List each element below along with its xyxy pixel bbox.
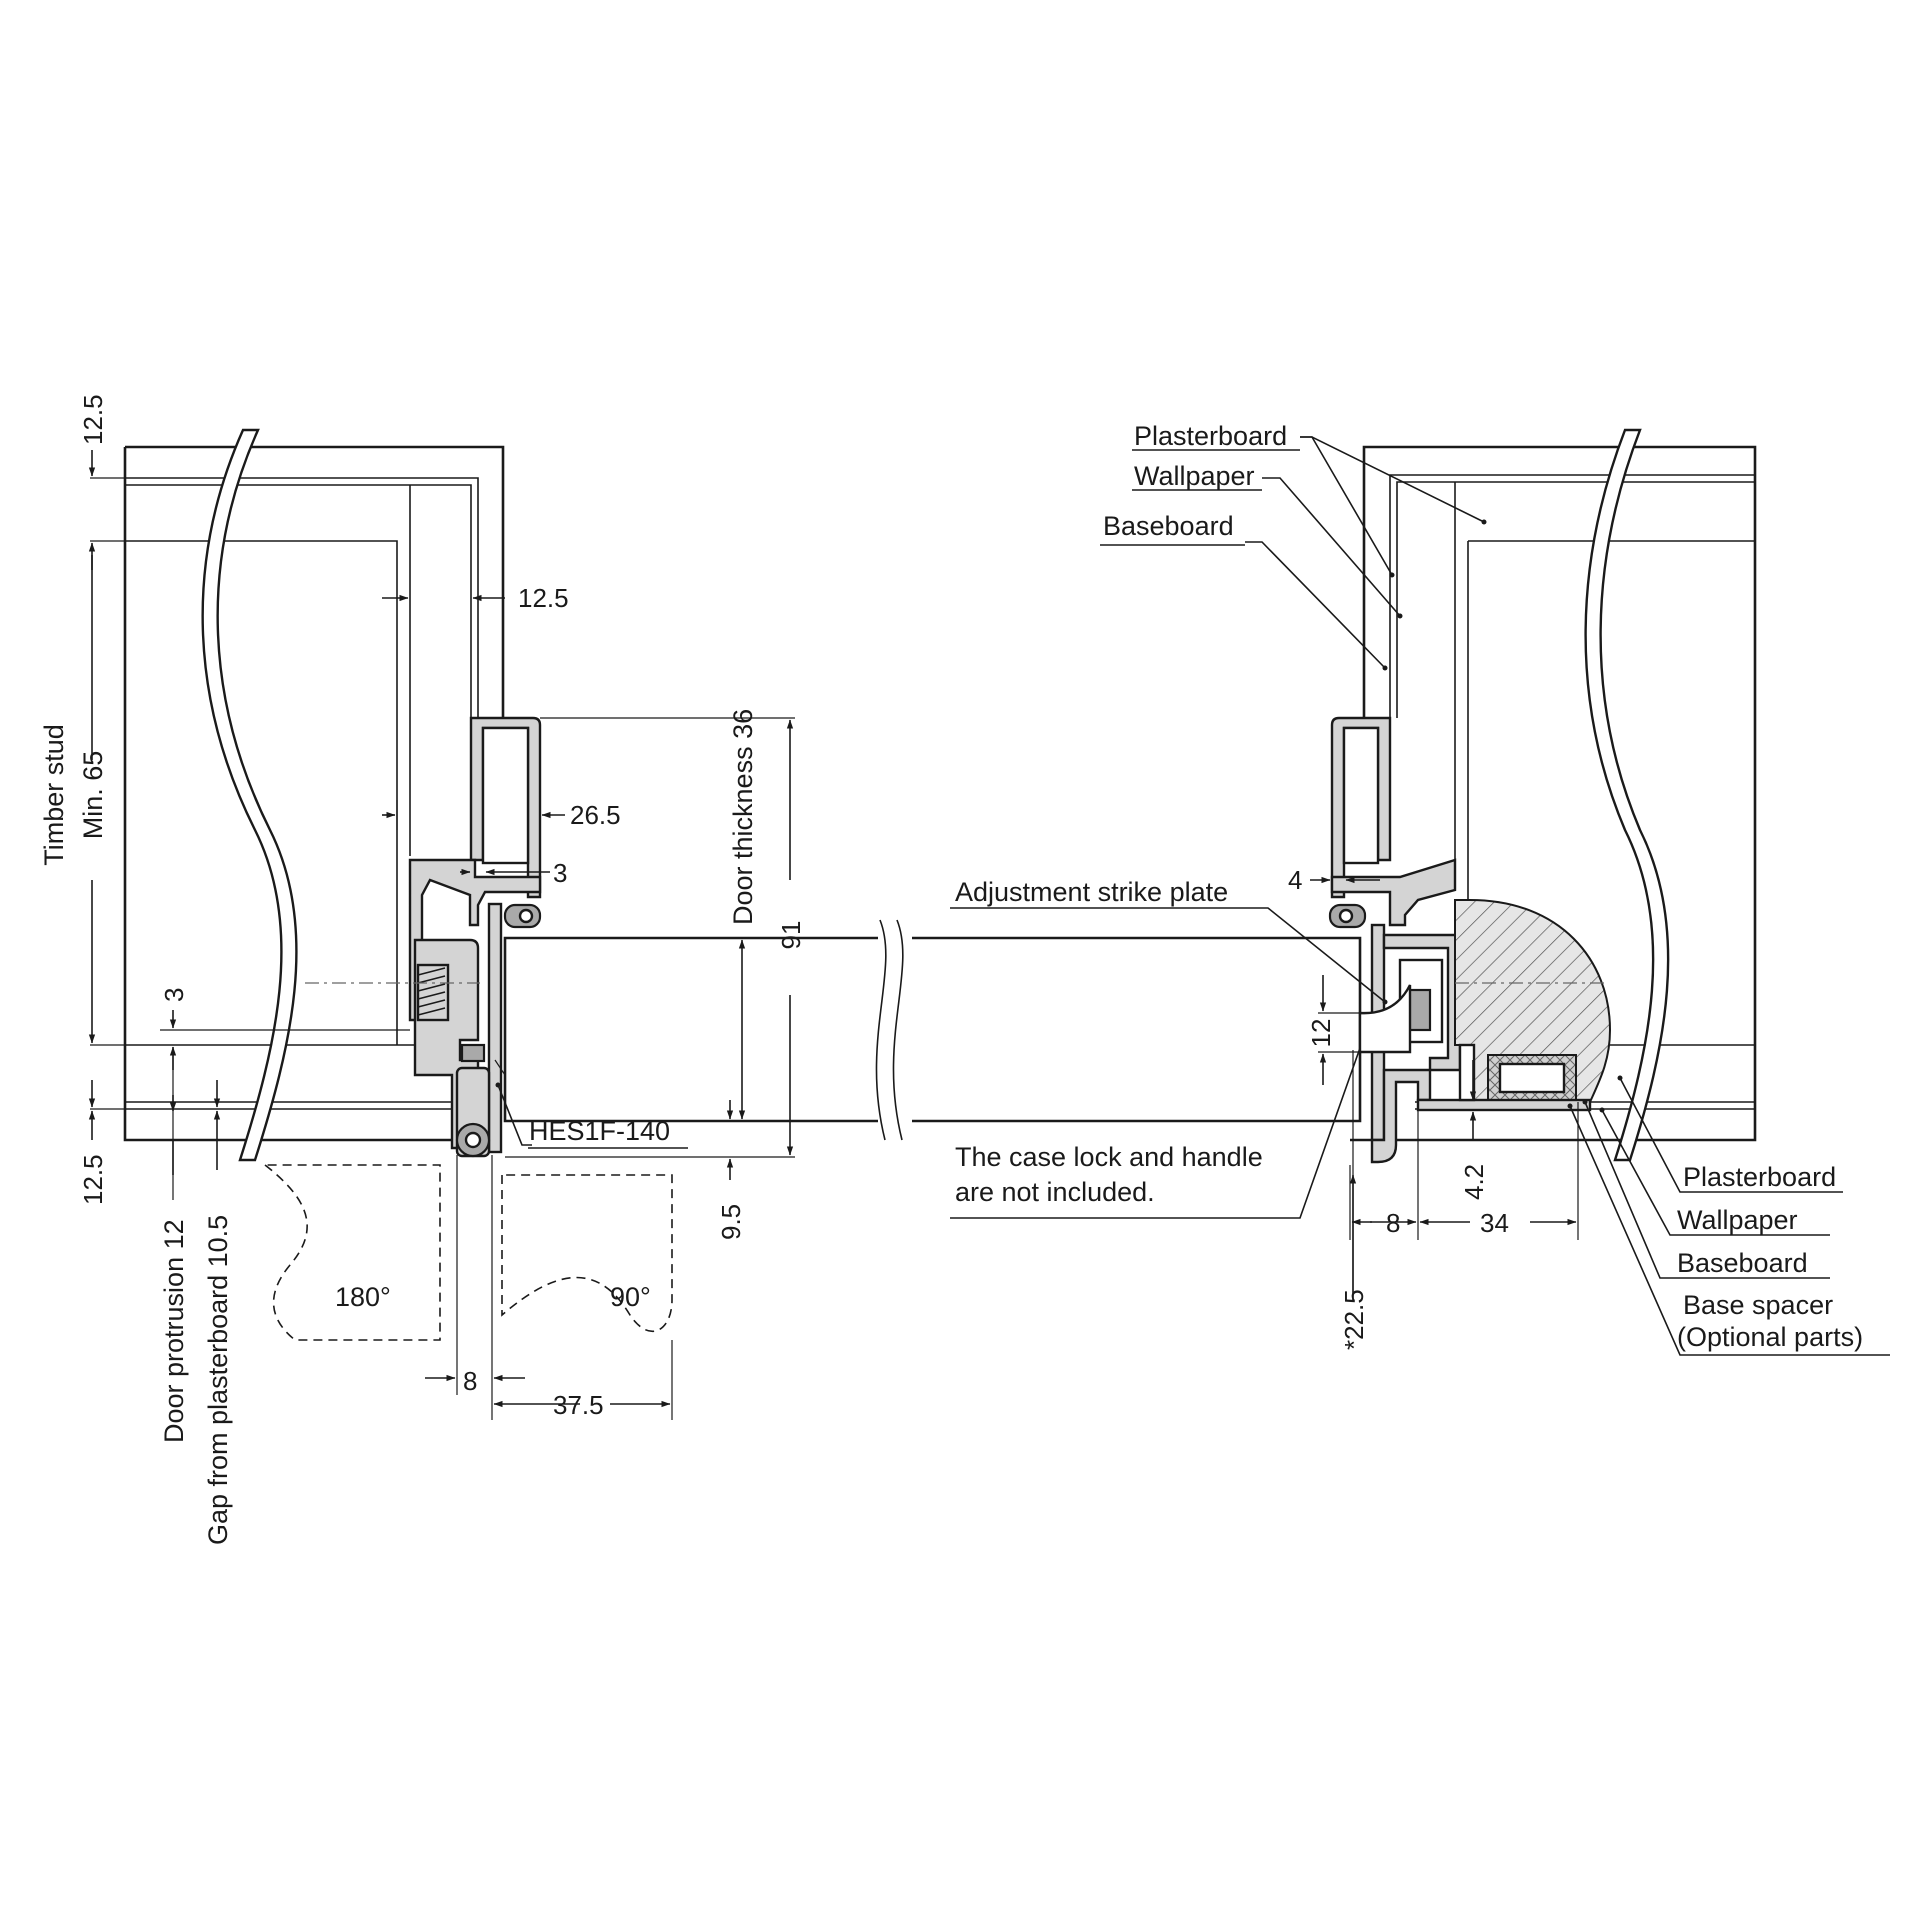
right-base-spacer-hatch [1454,899,1612,1103]
label-hes1f-140: HES1F-140 [529,1116,670,1146]
label-wallpaper-bottom: Wallpaper [1677,1205,1798,1235]
dim-3-top: 3 [553,858,567,888]
dim-8-left: 8 [463,1366,477,1396]
text-labels: 12.5 Timber stud Min. 65 12.5 Door protr… [39,394,1863,1545]
label-base-spacer: Base spacer [1683,1290,1833,1320]
left-wall-assembly [123,428,505,1162]
left-hinge-assembly [408,716,542,1158]
right-lower-plate [1370,1068,1432,1164]
label-angle-90: 90° [610,1282,651,1312]
right-strike-assembly [1328,716,1612,1164]
door-panel [503,919,1362,1141]
left-wallpaper-top [125,484,472,718]
left-hinge-pin-block [460,1043,486,1063]
dim-9-5: 9.5 [716,1204,746,1240]
right-strike-latch [1406,988,1432,1032]
swing-indicators [262,1164,673,1341]
label-timber-stud: Timber stud [39,724,69,866]
label-plasterboard-top: Plasterboard [1134,421,1287,451]
label-baseboard-bottom: Baseboard [1677,1248,1808,1278]
dim-91: 91 [776,921,806,950]
right-baseboard-end [1458,1043,1476,1102]
door-outline [503,936,878,1123]
left-gasket-core [518,908,534,924]
label-case-lock-line1: The case lock and handle [955,1142,1263,1172]
right-spacer-strip [1416,1098,1592,1112]
label-angle-180: 180° [335,1282,391,1312]
right-latch-bolt [1358,984,1412,1054]
left-hinge-spring-housing [416,963,450,1022]
dimension-lines [88,436,1890,1420]
right-frame-cavity [1342,726,1380,865]
label-min-65: Min. 65 [78,751,108,840]
left-baseboard-line-top [125,540,398,1045]
label-door-protrusion: Door protrusion 12 [159,1219,189,1443]
label-door-thickness: Door thickness 36 [728,709,758,925]
left-hinge-plate [487,902,503,1154]
right-wallpaper-top [1396,481,1755,718]
door-break-1 [875,919,887,1141]
right-plasterboard-top [1389,474,1755,718]
label-case-lock-line2: are not included. [955,1177,1155,1207]
label-wallpaper-top: Wallpaper [1134,461,1255,491]
dim-8-right: 8 [1386,1208,1400,1238]
dim-22-5: *22.5 [1339,1289,1369,1350]
left-hinge-pivot-core [464,1131,482,1149]
door-break-2 [892,919,904,1141]
dim-37-5: 37.5 [553,1390,604,1420]
dim-12: 12 [1306,1019,1336,1048]
right-gasket-core [1338,908,1354,924]
swing-180-outline [262,1164,441,1341]
right-wall-break [1584,428,1670,1162]
left-wall-break [201,428,298,1162]
dim-4-2: 4.2 [1459,1164,1489,1200]
dim-26-5: 26.5 [570,800,621,830]
left-hinge-upper-cavity [481,726,530,865]
dim-bottom-12-5: 12.5 [78,1154,108,1205]
label-plasterboard-bottom: Plasterboard [1683,1162,1836,1192]
label-adjustment-strike-plate: Adjustment strike plate [955,877,1228,907]
door-outline-right [912,936,1362,1123]
dim-4: 4 [1288,865,1302,895]
dim-inner-12-5: 12.5 [518,583,569,613]
right-base-spacer-inner [1498,1062,1566,1094]
left-hinge-spring [417,967,446,1016]
label-optional-parts: (Optional parts) [1677,1322,1863,1352]
right-frame-arm [1330,858,1457,927]
swing-90-outline [501,1174,673,1333]
label-baseboard-top: Baseboard [1103,511,1234,541]
left-plasterboard-top [125,477,479,718]
dim-left-3: 3 [159,988,189,1002]
label-gap-from-plasterboard: Gap from plasterboard 10.5 [203,1215,233,1545]
dim-34: 34 [1480,1208,1509,1238]
right-wall-assembly [1350,428,1757,1162]
dim-top-12-5: 12.5 [78,394,108,445]
